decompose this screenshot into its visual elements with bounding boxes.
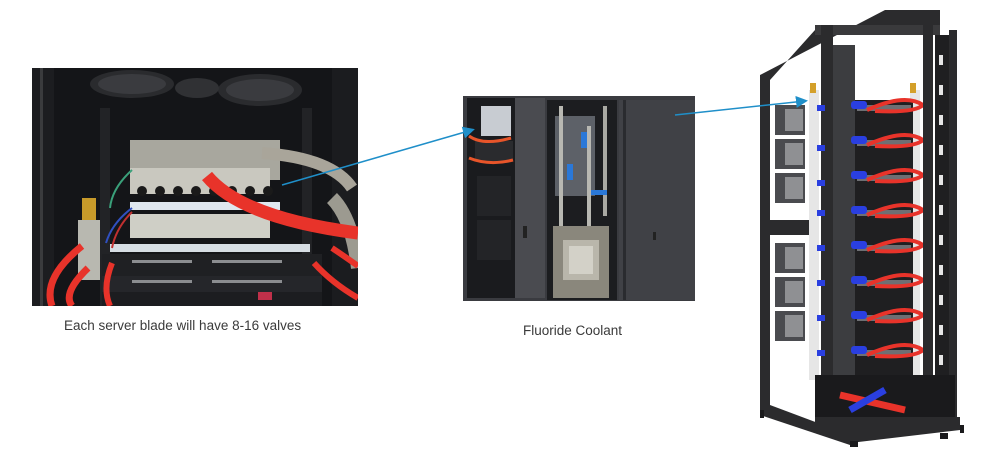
server-blade-caption: Each server blade will have 8-16 valves [64, 318, 302, 333]
server-blade-illustration [32, 68, 358, 306]
coolant-cabinet-illustration [463, 96, 695, 301]
rack-render-image [755, 5, 970, 450]
coolant-cabinet-caption: Fluoride Coolant [523, 323, 623, 338]
server-blade-photo [32, 68, 358, 306]
coolant-cabinet-photo [463, 96, 695, 301]
rack-illustration [760, 10, 964, 447]
